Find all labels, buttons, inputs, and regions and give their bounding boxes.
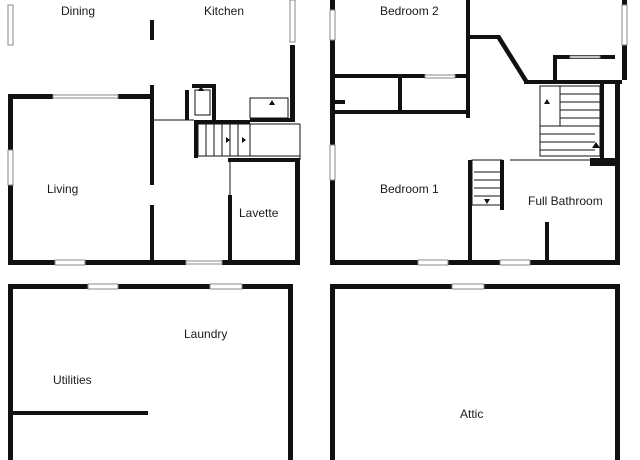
attic-floor: Attic	[330, 283, 620, 460]
closet-right-divider	[553, 55, 557, 83]
basement-partition	[13, 411, 148, 415]
pantry-stair-arrow-icon	[198, 86, 204, 91]
kitchen-pantry-top	[192, 84, 214, 88]
main-wall-right-upper	[290, 45, 295, 120]
upper-stair-right-wall	[600, 84, 604, 160]
room-label-bedroom2: Bedroom 2	[380, 4, 439, 18]
lavette-left-wall	[228, 195, 232, 263]
basement-window-1	[87, 283, 119, 290]
main-stair-top-wall	[194, 120, 250, 124]
dining-living-wall-left	[8, 94, 53, 99]
main-stair-box	[197, 123, 251, 157]
upper-wall-right	[615, 80, 620, 265]
kitchen-pantry-outline	[194, 89, 211, 116]
upper-wall-left	[330, 0, 335, 265]
bedroom1-stair-right-wall	[500, 160, 504, 210]
bedroom2-window-left	[329, 9, 336, 41]
room-label-attic: Attic	[460, 407, 483, 421]
hall-window-top-right	[569, 55, 601, 59]
basement: Laundry Utilities	[8, 283, 293, 460]
upper-stair-arrow-icon-2	[592, 142, 600, 148]
room-label-laundry: Laundry	[184, 327, 227, 341]
central-wall-upper	[150, 20, 154, 40]
bedroom2-bottom-wall-left	[335, 74, 425, 78]
room-label-dining: Dining	[61, 4, 95, 18]
b1-stair-arrow-icon	[484, 199, 490, 204]
lavette-top-wall	[228, 158, 300, 162]
bedroom2-bottom-wall-right	[455, 74, 469, 78]
kitchen-bottom-wall	[250, 118, 295, 122]
dining-living-wall-right	[118, 94, 153, 99]
living-window-left	[7, 149, 14, 186]
main-stair-arrow-icon-2	[242, 137, 246, 143]
upper-floor: Bedroom 2 Bedroom 1 Full Bathroom	[329, 0, 628, 266]
bathroom-window-bottom	[499, 259, 531, 266]
room-label-living: Living	[47, 182, 78, 196]
main-wall-right-lower	[295, 160, 300, 265]
basement-wall-left	[8, 284, 13, 460]
room-label-lavette: Lavette	[239, 206, 279, 220]
hall-top-right-wall	[524, 80, 622, 84]
bedroom2-right-wall	[466, 0, 470, 38]
bedroom2-closet-window	[424, 74, 456, 79]
bedroom1-stair-box	[471, 159, 503, 206]
main-stair-left-wall	[194, 120, 198, 158]
kitchen-counter	[249, 97, 289, 119]
attic-wall-right	[615, 284, 620, 460]
central-wall-lower	[150, 205, 154, 263]
closet-inner-wall	[335, 100, 345, 104]
attic-window-top	[451, 283, 485, 290]
bedroom1-window-bottom	[417, 259, 449, 266]
hall-diagonal-wall	[470, 35, 528, 82]
central-wall-middle	[150, 85, 154, 185]
main-stair-arrow-icon	[226, 137, 230, 143]
upper-stair-arrow-icon	[544, 99, 550, 104]
room-label-full-bathroom: Full Bathroom	[528, 194, 603, 208]
upper-wall-bottom	[330, 260, 620, 265]
lavette-inner-wall	[241, 158, 245, 162]
main-floor: Dining Kitchen Living Lavette	[7, 0, 301, 266]
upper-stair-box	[539, 85, 601, 157]
basement-wall-top	[8, 284, 293, 289]
bedroom1-window-left	[329, 144, 336, 181]
kitchen-stair-arrow-icon	[269, 100, 275, 105]
bedroom1-right-wall	[468, 160, 472, 262]
upper-window-right-top	[621, 4, 628, 46]
main-wall-bottom-right	[222, 260, 300, 265]
living-window-bottom	[54, 259, 86, 266]
attic-wall-left	[330, 284, 335, 460]
bathroom-top-wall	[590, 158, 620, 166]
room-label-utilities: Utilities	[53, 373, 92, 387]
kitchen-pantry-right	[212, 84, 216, 120]
closet-bottom-wall	[335, 110, 470, 114]
bathroom-stub-wall	[545, 222, 549, 262]
basement-wall-right	[288, 284, 293, 460]
dining-window-left	[7, 4, 14, 46]
dining-living-opening	[52, 94, 119, 99]
basement-window-2	[209, 283, 243, 290]
room-label-kitchen: Kitchen	[204, 4, 244, 18]
main-door-bottom	[185, 260, 223, 265]
room-label-bedroom1: Bedroom 1	[380, 182, 439, 196]
closet-divider	[398, 78, 402, 113]
kitchen-wall-stub	[185, 90, 189, 120]
kitchen-window-right	[289, 0, 296, 43]
main-wall-bottom-left	[8, 260, 186, 265]
